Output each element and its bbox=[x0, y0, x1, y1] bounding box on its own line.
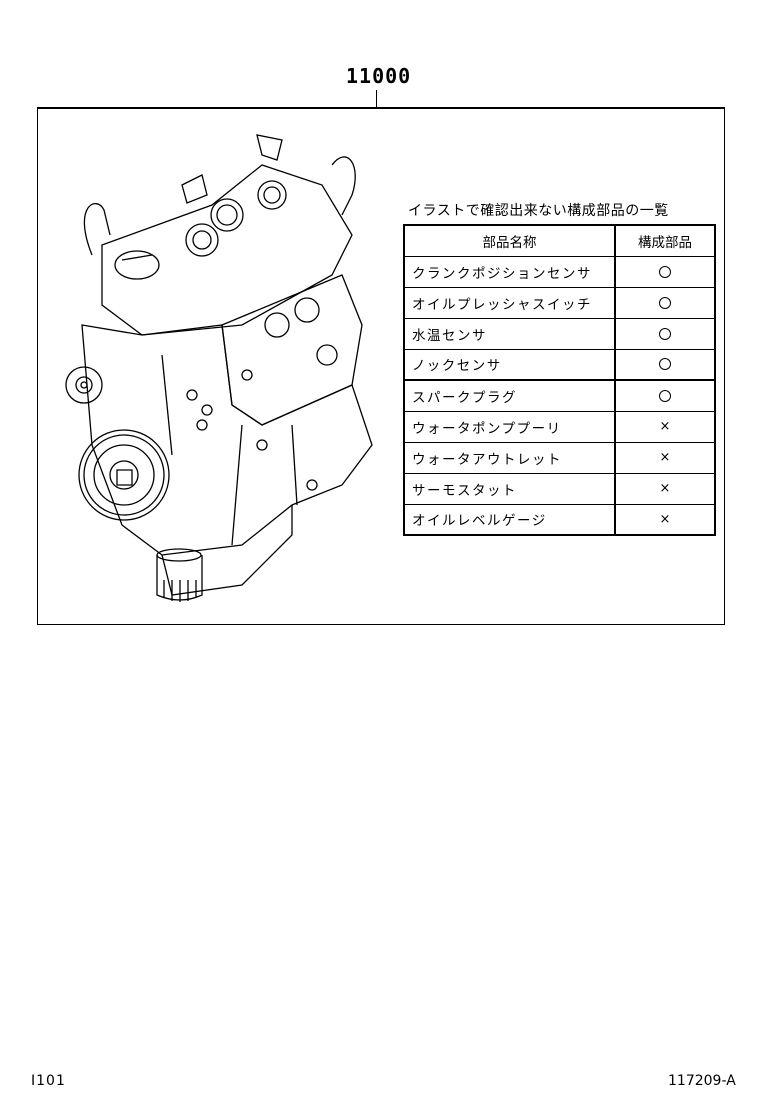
table-row: スパークプラグ bbox=[404, 379, 715, 411]
part-name: スパークプラグ bbox=[404, 379, 615, 411]
excluded-mark: × bbox=[614, 503, 715, 535]
engine-illustration bbox=[65, 134, 373, 602]
table-row: クランクポジションセンサ bbox=[404, 255, 715, 287]
part-name: ノックセンサ bbox=[404, 348, 615, 380]
table-row: サーモスタット × bbox=[404, 472, 715, 504]
part-number-leader-line bbox=[376, 90, 377, 108]
header-included: 構成部品 bbox=[614, 224, 715, 256]
circle-icon bbox=[659, 389, 671, 402]
part-name: 水温センサ bbox=[404, 317, 615, 349]
part-name: オイルプレッシャスイッチ bbox=[404, 286, 615, 318]
components-table: 部品名称 構成部品 クランクポジションセンサ オイルプレッシャスイッチ 水温セン… bbox=[403, 224, 716, 536]
part-name: ウォータアウトレット bbox=[404, 441, 615, 473]
included-mark bbox=[614, 255, 715, 287]
circle-icon bbox=[659, 265, 671, 278]
included-mark bbox=[614, 348, 715, 380]
part-number-label: 11000 bbox=[346, 64, 412, 88]
excluded-mark: × bbox=[614, 410, 715, 442]
part-name: ウォータポンププーリ bbox=[404, 410, 615, 442]
table-row: ウォータアウトレット × bbox=[404, 441, 715, 473]
circle-icon bbox=[659, 296, 671, 309]
table-title: イラストで確認出来ない構成部品の一覧 bbox=[408, 203, 669, 219]
table-row: 水温センサ bbox=[404, 317, 715, 349]
table-row: オイルレベルゲージ × bbox=[404, 503, 715, 535]
excluded-mark: × bbox=[614, 472, 715, 504]
circle-icon bbox=[659, 327, 671, 340]
included-mark bbox=[614, 379, 715, 411]
diagram-frame bbox=[37, 107, 725, 625]
part-name: サーモスタット bbox=[404, 472, 615, 504]
included-mark bbox=[614, 286, 715, 318]
footer-right-code: 117209-A bbox=[668, 1073, 736, 1089]
table-row: ウォータポンププーリ × bbox=[404, 410, 715, 442]
included-mark bbox=[614, 317, 715, 349]
table-row: ノックセンサ bbox=[404, 348, 715, 380]
excluded-mark: × bbox=[614, 441, 715, 473]
part-name: オイルレベルゲージ bbox=[404, 503, 615, 535]
circle-icon bbox=[659, 358, 671, 371]
part-name: クランクポジションセンサ bbox=[404, 255, 615, 287]
table-row: オイルプレッシャスイッチ bbox=[404, 286, 715, 318]
footer-left-code: I101 bbox=[31, 1073, 66, 1089]
header-part-name: 部品名称 bbox=[404, 224, 615, 256]
